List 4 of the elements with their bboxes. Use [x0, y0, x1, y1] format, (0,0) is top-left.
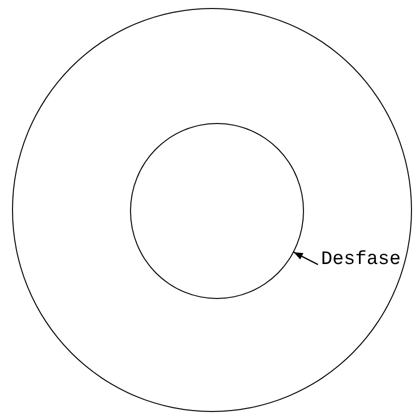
leader-line [294, 252, 318, 266]
circle-outline [130, 123, 304, 299]
callout-label: Desfase [321, 249, 401, 269]
circle-outline [12, 8, 412, 412]
